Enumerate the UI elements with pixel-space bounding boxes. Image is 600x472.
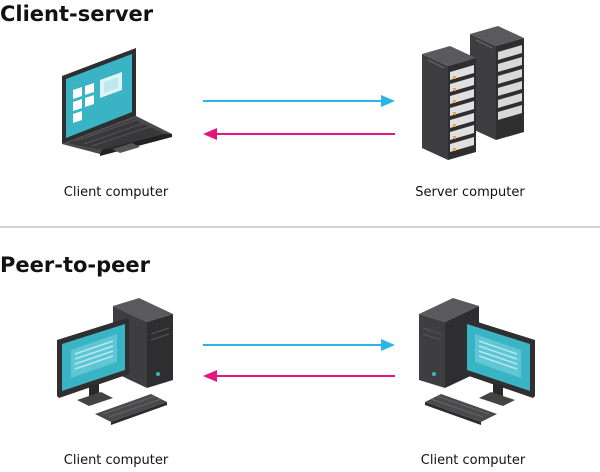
response-arrow-icon xyxy=(203,126,395,142)
client-computer-label: Client computer xyxy=(63,185,169,200)
laptop-icon xyxy=(60,46,175,156)
p2p-forward-arrow-icon xyxy=(203,337,395,353)
client-server-title: Client-server xyxy=(0,2,154,26)
server-computer-label: Server computer xyxy=(415,185,525,200)
section-divider xyxy=(0,226,600,228)
p2p-back-arrow-icon xyxy=(203,368,395,384)
desktop-computer-icon xyxy=(412,294,537,434)
peer-to-peer-title: Peer-to-peer xyxy=(0,253,151,277)
request-arrow-icon xyxy=(203,93,395,109)
desktop-computer-icon xyxy=(55,294,180,434)
server-rack-icon xyxy=(418,24,526,166)
p2p-right-client-label: Client computer xyxy=(420,453,526,468)
p2p-left-client-label: Client computer xyxy=(63,453,169,468)
